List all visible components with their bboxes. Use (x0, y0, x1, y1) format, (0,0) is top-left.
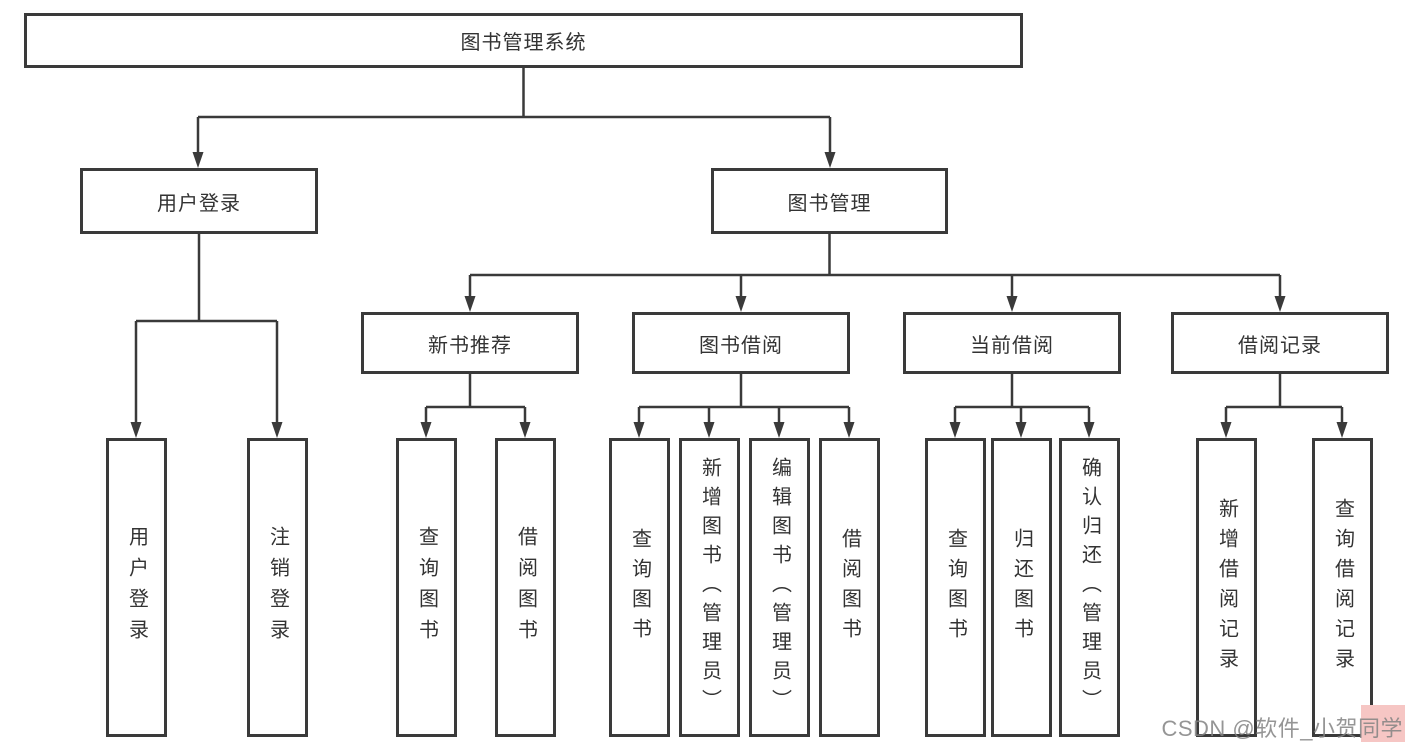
node-book-management: 图书管理 (711, 168, 948, 234)
leaf-query-books-current-label: 查询图书 (944, 527, 967, 648)
leaf-return-books-label: 归还图书 (1010, 527, 1033, 648)
leaf-add-book-admin-label: 新增图书（管理员） (698, 457, 721, 718)
leaf-user-login: 用户登录 (106, 438, 167, 737)
leaf-add-book-admin: 新增图书（管理员） (679, 438, 740, 737)
leaf-query-books-recommend-label: 查询图书 (415, 525, 438, 650)
leaf-logout-label: 注销登录 (266, 525, 289, 650)
leaf-query-borrow-record: 查询借阅记录 (1312, 438, 1373, 737)
leaf-borrow-books-borrow: 借阅图书 (819, 438, 880, 737)
leaf-add-borrow-record-label: 新增借阅记录 (1215, 497, 1238, 678)
leaf-user-login-label: 用户登录 (125, 525, 148, 650)
root-node: 图书管理系统 (24, 13, 1023, 68)
leaf-borrow-books-recommend-label: 借阅图书 (514, 525, 537, 650)
node-new-book-recommend-label: 新书推荐 (428, 334, 512, 357)
watermark-text: CSDN @软件_小贺同学 (1161, 716, 1403, 741)
root-node-label: 图书管理系统 (460, 32, 587, 54)
leaf-return-books: 归还图书 (991, 438, 1052, 737)
node-current-borrow-label: 当前借阅 (970, 334, 1054, 357)
node-borrow-records: 借阅记录 (1171, 312, 1389, 374)
node-book-borrow-label: 图书借阅 (699, 334, 783, 357)
node-book-borrow: 图书借阅 (632, 312, 850, 374)
leaf-query-books-borrow-label: 查询图书 (628, 527, 651, 648)
leaf-borrow-books-recommend: 借阅图书 (495, 438, 556, 737)
leaf-edit-book-admin-label: 编辑图书（管理员） (768, 457, 791, 718)
leaf-confirm-return-admin: 确认归还（管理员） (1059, 438, 1120, 737)
leaf-borrow-books-borrow-label: 借阅图书 (838, 527, 861, 648)
node-user-login-label: 用户登录 (157, 192, 241, 215)
leaf-query-books-current: 查询图书 (925, 438, 986, 737)
leaf-add-borrow-record: 新增借阅记录 (1196, 438, 1257, 737)
node-book-management-label: 图书管理 (787, 192, 872, 215)
leaf-logout: 注销登录 (247, 438, 308, 737)
leaf-query-borrow-record-label: 查询借阅记录 (1331, 497, 1354, 678)
leaf-edit-book-admin: 编辑图书（管理员） (749, 438, 810, 737)
leaf-confirm-return-admin-label: 确认归还（管理员） (1078, 457, 1101, 718)
leaf-query-books-recommend: 查询图书 (396, 438, 457, 737)
watermark: CSDN @软件_小贺同学 (1161, 711, 1403, 743)
watermark-highlight (1361, 705, 1405, 742)
node-current-borrow: 当前借阅 (903, 312, 1121, 374)
node-borrow-records-label: 借阅记录 (1238, 334, 1322, 357)
node-new-book-recommend: 新书推荐 (361, 312, 579, 374)
leaf-query-books-borrow: 查询图书 (609, 438, 670, 737)
node-user-login: 用户登录 (80, 168, 318, 234)
